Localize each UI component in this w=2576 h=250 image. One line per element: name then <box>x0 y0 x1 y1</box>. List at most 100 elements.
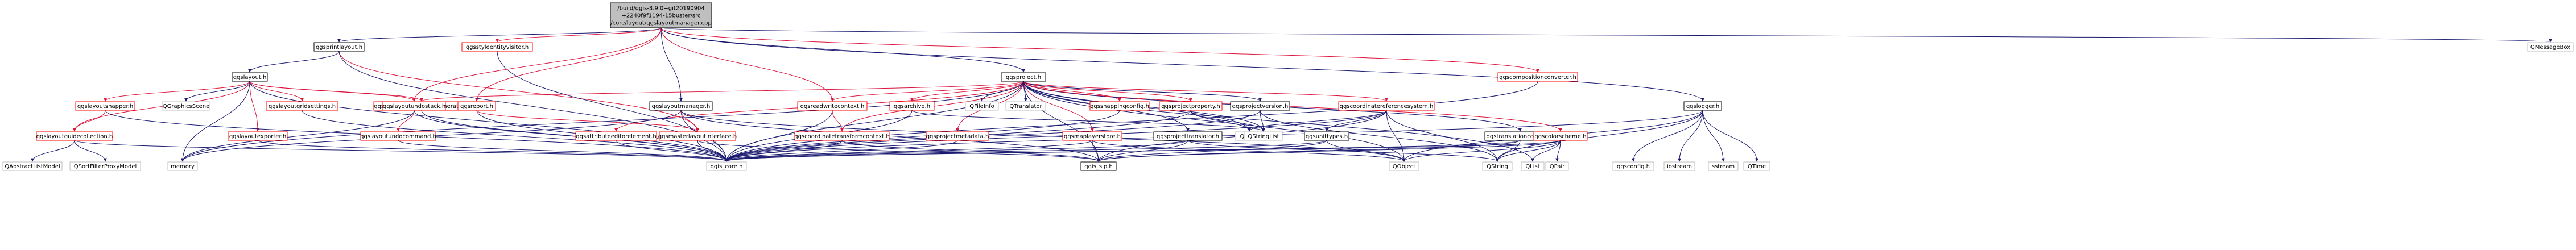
node-qgsprojectproperty[interactable]: qgsprojectproperty.h <box>1159 101 1223 111</box>
node-qgslayoutgridsettings[interactable]: qgslayoutgridsettings.h <box>266 101 338 111</box>
node-qgslayoutmanager[interactable]: qgslayoutmanager.h <box>649 101 713 111</box>
edge-qgsproject-to-qgscolorscheme <box>1023 81 1562 132</box>
edge-qgsproject-to-qgsexpressioncontextgenerator <box>420 81 1024 102</box>
edge-qgscoordinatereferencesystem-to-qgis_core <box>725 110 1387 162</box>
edge-qgscolorscheme-to-qpair <box>1555 140 1561 162</box>
edge-qgsproject-to-qgssnappingconfig <box>1023 81 1121 102</box>
node-qlist[interactable]: QList <box>1521 161 1545 171</box>
node-label: QString <box>1487 164 1508 170</box>
edge-qgsprintlayout-to-qgsmasterlayoutinterface <box>338 51 699 132</box>
node-qgraphicsscene[interactable]: QGraphicsScene <box>162 101 210 111</box>
node-label: qgslayoutexporter.h <box>229 134 286 140</box>
edge-qgscompositionconverter-to-qgis_core <box>725 81 1538 162</box>
node-label: qgsprojectversion.h <box>1232 103 1289 110</box>
node-qabstractlistmodel[interactable]: QAbstractListModel <box>2 161 63 171</box>
node-qgslayoutundocommand[interactable]: qgslayoutundocommand.h <box>360 131 436 141</box>
node-label: +2240f9f1194-15buster/src <box>621 13 700 19</box>
node-qgslogger[interactable]: qgslogger.h <box>1683 101 1722 111</box>
node-qtime[interactable]: QTime <box>1743 161 1770 171</box>
node-qtranslator[interactable]: QTranslator <box>1005 101 1046 111</box>
node-qgis_sip[interactable]: qgis_sip.h <box>1080 161 1117 171</box>
node-box <box>1612 161 1654 171</box>
edge-root-to-qgsprintlayout <box>337 27 662 43</box>
edge-root-to-qgsreport <box>475 27 662 102</box>
node-label: qgscolorscheme.h <box>1534 134 1586 140</box>
edge-qgsunittypes-to-qobject <box>1326 140 1406 162</box>
node-label: qgscoordinatereferencesystem.h <box>1340 103 1434 110</box>
node-label: qgsattributeeditorelement.h <box>576 134 656 140</box>
node-qstringlist[interactable]: QStringList <box>1244 131 1283 141</box>
edges-layer <box>31 27 2552 162</box>
node-qgscompositionconverter[interactable]: qgscompositionconverter.h <box>1497 72 1578 82</box>
edge-qgslayoutguidecollection-to-qabstractlistmodel <box>31 140 75 162</box>
edge-qgslogger-to-sstream <box>1702 110 1725 162</box>
node-qgsconfig[interactable]: qgsconfig.h <box>1612 161 1654 171</box>
node-box <box>1062 131 1122 141</box>
edge-qgsproject-to-qgsarchive <box>910 81 1024 102</box>
node-qsortfilterproxymodel[interactable]: QSortFilterProxyModel <box>69 161 141 171</box>
node-sstream[interactable]: sstream <box>1708 161 1739 171</box>
node-qfileinfo[interactable]: QFileInfo <box>965 101 999 111</box>
node-label: /build/qgis-3.9.0+git20190904 <box>617 6 704 12</box>
node-qgslayoutexporter[interactable]: qgslayoutexporter.h <box>228 131 288 141</box>
node-qgscoordinatetransformcontext[interactable]: qgscoordinatetransformcontext.h <box>794 131 890 141</box>
edge-qgslayoutsnapper-to-qgslayoutguidecollection <box>73 110 106 132</box>
node-qgsprojecttranslator[interactable]: qgsprojecttranslator.h <box>1153 131 1223 141</box>
node-box <box>659 131 736 141</box>
node-memory[interactable]: memory <box>167 161 198 171</box>
node-qgsarchive[interactable]: qgsarchive.h <box>889 101 935 111</box>
node-label: qgsreadwritecontext.h <box>800 103 865 110</box>
node-box <box>167 161 198 171</box>
node-qpair[interactable]: QPair <box>1545 161 1569 171</box>
edge-qgslayoutguidecollection-to-qgis_core <box>74 140 728 162</box>
node-qgsattributeeditorelement[interactable]: qgsattributeeditorelement.h <box>575 131 657 141</box>
node-qgsprojectversion[interactable]: qgsprojectversion.h <box>1230 101 1290 111</box>
node-qgslayoutundostack[interactable]: qgslayoutundostack.h <box>382 101 446 111</box>
node-iostream[interactable]: iostream <box>1663 161 1695 171</box>
edge-qgslayout-to-qgslayoutguidecollection <box>73 81 250 132</box>
node-qgslayout[interactable]: qgslayout.h <box>232 72 268 82</box>
node-qgsreadwritecontext[interactable]: qgsreadwritecontext.h <box>797 101 868 111</box>
edge-root-to-qgscompositionconverter <box>660 27 1539 73</box>
node-qgis_core[interactable]: qgis_core.h <box>706 161 747 171</box>
edge-qgsreadwritecontext-to-qgscoordinatetransformcontext <box>832 110 844 132</box>
edge-qgslayoutundostack-to-qgslayoutundocommand <box>397 110 415 132</box>
node-box <box>2527 42 2574 52</box>
node-label: qgsreport.h <box>460 103 493 110</box>
node-qstring[interactable]: QString <box>1482 161 1513 171</box>
node-qgsprintlayout[interactable]: qgsprintlayout.h <box>313 42 365 52</box>
node-qgsstyleentityvisitor[interactable]: qgsstyleentityvisitor.h <box>461 42 533 52</box>
node-box <box>1080 161 1117 171</box>
node-label: /core/layout/qgslayoutmanager.cpp <box>610 20 711 27</box>
node-qgscoordinatereferencesystem[interactable]: qgscoordinatereferencesystem.h <box>1338 101 1435 111</box>
node-label: QTime <box>1748 164 1766 170</box>
node-qgssnappingconfig[interactable]: qgssnappingconfig.h <box>1089 101 1150 111</box>
edge-qgsprojecttranslator-to-qstring <box>1187 140 1499 162</box>
node-label: memory <box>171 164 195 170</box>
node-qobject[interactable]: QObject <box>1389 161 1419 171</box>
node-box <box>1159 101 1223 111</box>
node-box <box>1663 161 1695 171</box>
edge-qgscolorscheme-to-qgis_core <box>725 140 1561 162</box>
node-label: QObject <box>1393 164 1416 170</box>
node-box <box>2 161 63 171</box>
node-qgslayoutguidecollection[interactable]: qgslayoutguidecollection.h <box>36 131 113 141</box>
edge-qgscoordinatetransformcontext-to-qgis_core <box>725 140 843 162</box>
node-box <box>69 161 141 171</box>
node-qgsunittypes[interactable]: qgsunittypes.h <box>1304 131 1349 141</box>
node-qgsmaplayerstore[interactable]: qgsmaplayerstore.h <box>1062 131 1122 141</box>
node-box <box>1482 161 1513 171</box>
node-box <box>1338 101 1435 111</box>
node-qgsreport[interactable]: qgsreport.h <box>457 101 496 111</box>
node-qgscolorscheme[interactable]: qgscolorscheme.h <box>1533 131 1588 141</box>
node-box <box>1545 161 1569 171</box>
node-qgsproject[interactable]: qgsproject.h <box>1001 72 1046 82</box>
edge-qgsprintlayout-to-qgis_core <box>338 51 728 162</box>
node-qgslayoutsnapper[interactable]: qgslayoutsnapper.h <box>75 101 135 111</box>
node-box <box>360 131 436 141</box>
node-qgsprojectmetadata[interactable]: qgsprojectmetadata.h <box>926 131 989 141</box>
node-qmessagebox[interactable]: QMessageBox <box>2527 42 2574 52</box>
node-qgsmasterlayoutinterface[interactable]: qgsmasterlayoutinterface.h <box>658 131 737 141</box>
node-label: qgslayoutundostack.h <box>383 103 445 110</box>
